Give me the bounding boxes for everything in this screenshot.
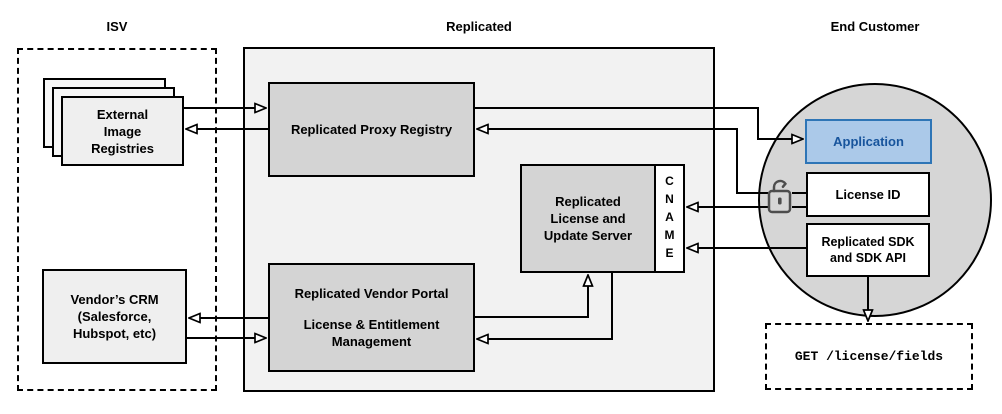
application-label: Application [833, 134, 904, 149]
crm-label-line3: Hubspot, etc) [72, 326, 157, 341]
registries-label-line1: External [96, 106, 149, 122]
end-customer-section-label: End Customer [830, 18, 920, 34]
license-id-node: License ID [806, 172, 930, 217]
crm-label-line2: (Salesforce, [77, 309, 152, 324]
server-label-line3: Update Server [543, 228, 633, 243]
isv-container [17, 48, 217, 391]
license-id-label: License ID [835, 187, 901, 202]
vendor-portal-title: Replicated Vendor Portal [294, 286, 449, 301]
license-update-server-node: Replicated License and Update Server [520, 164, 656, 273]
registries-label-line3: Registries [91, 140, 154, 156]
server-label-line2: License and [550, 211, 626, 226]
vendor-portal-subtitle: License & Entitlement Management [303, 317, 440, 349]
sdk-label-line2: and SDK API [830, 251, 906, 265]
proxy-registry-label: Replicated Proxy Registry [290, 122, 453, 137]
sdk-node: Replicated SDK and SDK API [806, 223, 930, 277]
sdk-label-line1: Replicated SDK [821, 235, 915, 249]
crm-label-line1: Vendor’s CRM [70, 292, 159, 307]
vendor-portal-node: Replicated Vendor Portal License & Entit… [268, 263, 475, 372]
api-request-node: GET /license/fields [765, 323, 973, 390]
cname-strip: CNAME [654, 164, 685, 273]
application-node: Application [805, 119, 932, 164]
replicated-section-label: Replicated [446, 18, 512, 34]
server-label-line1: Replicated [555, 194, 621, 209]
registries-label-line2: Image [103, 123, 142, 139]
isv-section-label: ISV [106, 18, 128, 34]
proxy-registry-node: Replicated Proxy Registry [268, 82, 475, 177]
vendor-crm-node: Vendor’s CRM (Salesforce, Hubspot, etc) [42, 269, 187, 364]
external-image-registries-node: External Image Registries [61, 96, 184, 166]
cname-label: CNAME [662, 173, 677, 264]
api-request-label: GET /license/fields [794, 349, 944, 364]
